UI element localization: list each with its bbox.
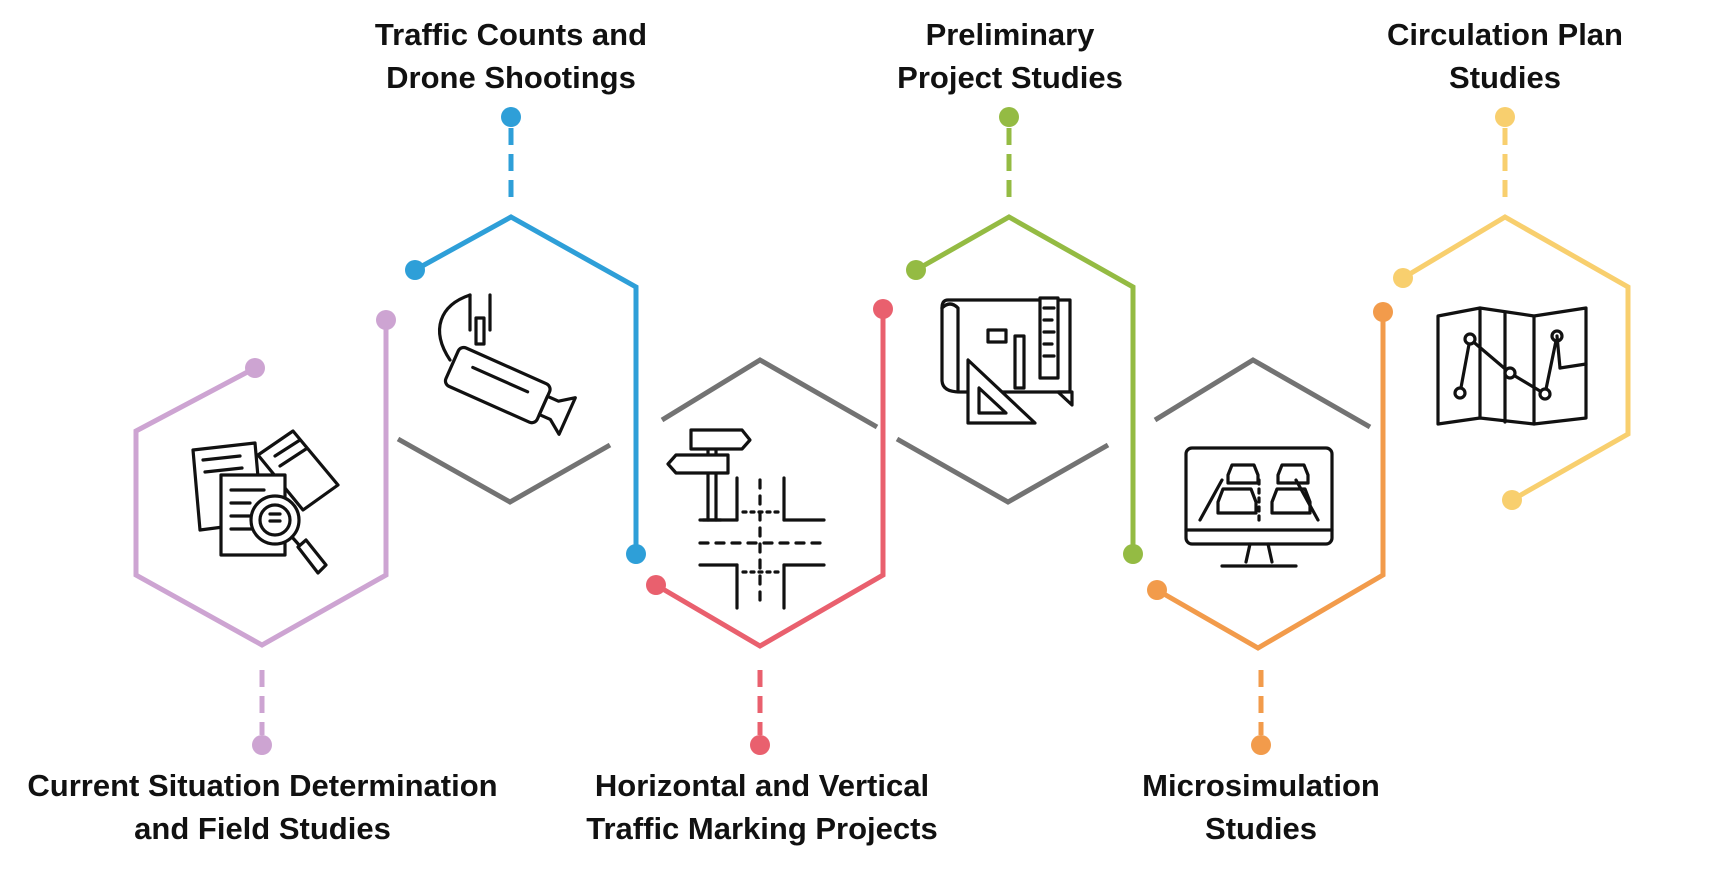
step-microsim-line1: Microsimulation — [1142, 768, 1380, 803]
connector-2 — [660, 357, 879, 430]
step-traffic-label: Traffic Counts and Drone Shootings — [330, 13, 692, 99]
intersection-signpost-icon — [666, 428, 826, 610]
step-microsim-label: Microsimulation Studies — [1120, 764, 1402, 850]
route-map-icon — [1436, 306, 1588, 426]
connector-1 — [396, 436, 612, 505]
step-prelim-label: Preliminary Project Studies — [860, 13, 1160, 99]
step-marking-line1: Horizontal and Vertical — [594, 768, 930, 803]
step-current-line2: and Field Studies — [134, 811, 391, 846]
blueprint-tools-icon — [940, 296, 1074, 425]
documents-search-icon — [191, 429, 340, 575]
security-camera-icon — [438, 293, 577, 436]
step-current-hexagon — [133, 310, 396, 755]
step-prelim-line2: Project Studies — [897, 60, 1123, 95]
step-current-label: Current Situation Determination and Fiel… — [10, 764, 515, 850]
step-current-line1: Current Situation Determination — [27, 768, 498, 803]
step-circ-label: Circulation Plan Studies — [1360, 13, 1650, 99]
connector-3 — [895, 436, 1110, 505]
step-prelim-hexagon — [906, 107, 1143, 564]
step-traffic-line2: Drone Shootings — [386, 60, 636, 95]
connector-lines — [396, 357, 1372, 505]
step-circ-line2: Studies — [1449, 60, 1561, 95]
step-circ-line1: Circulation Plan — [1387, 17, 1623, 52]
step-traffic-hexagon — [405, 107, 646, 564]
step-microsim-hexagon — [1147, 302, 1393, 755]
step-marking-hexagon — [646, 299, 893, 755]
step-microsim-line2: Studies — [1205, 811, 1317, 846]
step-traffic-line1: Traffic Counts and — [374, 17, 648, 52]
step-prelim-line1: Preliminary — [925, 17, 1095, 52]
connector-4 — [1153, 357, 1372, 430]
step-marking-line2: Traffic Marking Projects — [586, 811, 938, 846]
step-marking-label: Horizontal and Vertical Traffic Marking … — [570, 764, 954, 850]
step-circ-hexagon — [1393, 107, 1631, 510]
traffic-monitor-icon — [1184, 446, 1334, 568]
